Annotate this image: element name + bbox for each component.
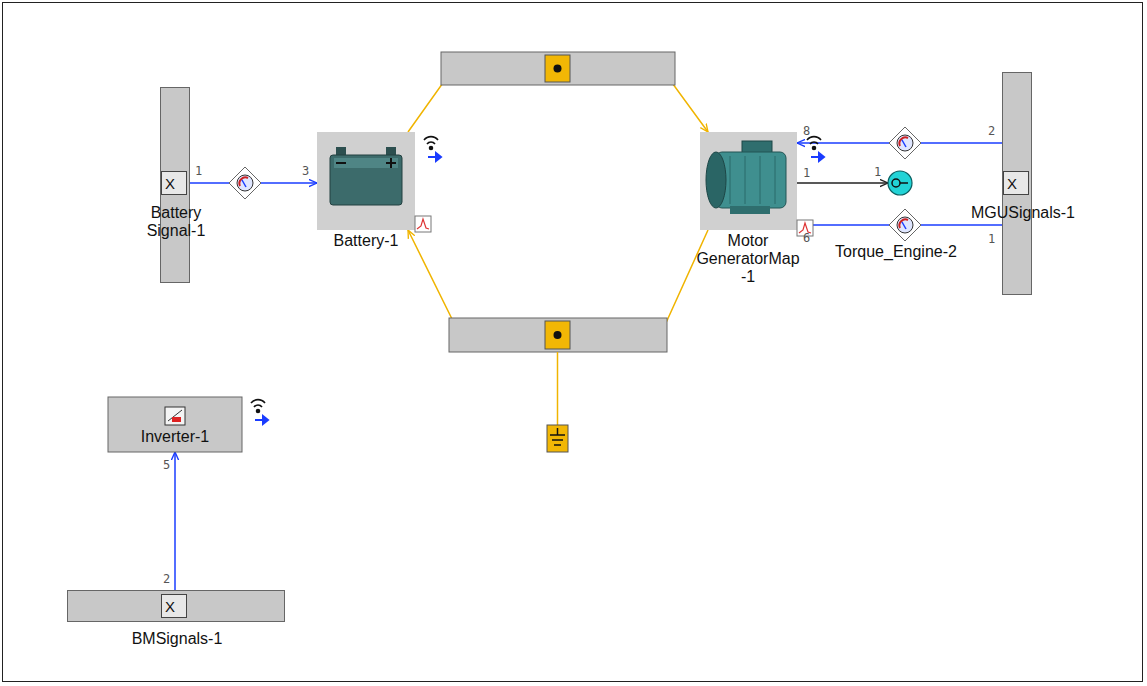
- port-number: 1: [874, 165, 881, 179]
- motor-generator-block: Motor GeneratorMap -1: [700, 132, 797, 230]
- connector: [797, 182, 888, 184]
- bus-marker: X: [161, 594, 187, 618]
- electrical-bus: [449, 318, 667, 352]
- actuator-connection: [889, 127, 921, 159]
- wireless-icon: [251, 137, 821, 413]
- port-number: 1: [988, 232, 995, 246]
- port-number: 3: [302, 164, 309, 178]
- node-label: BMSignals-1: [107, 630, 247, 648]
- bus-marker: X: [1003, 171, 1029, 195]
- connector: [408, 80, 708, 132]
- node-label: Inverter-1: [113, 428, 237, 446]
- wireless-arrow: [255, 153, 824, 424]
- port-number: 2: [163, 572, 170, 586]
- electrical-bus: [441, 52, 675, 85]
- connector: [174, 452, 176, 590]
- node-label: Battery-1: [311, 232, 421, 250]
- torque-source: Torque_Engine-2: [888, 171, 912, 195]
- node-label: MGUSignals-1: [963, 204, 1083, 222]
- actuator-connection: [229, 167, 261, 199]
- actuator-connection: [889, 209, 921, 241]
- torque-source-icon: [888, 171, 912, 195]
- port-number: 1: [195, 164, 202, 178]
- inverter-block: Inverter-1: [108, 397, 242, 452]
- connector: [408, 230, 708, 325]
- port-number: 5: [163, 458, 170, 472]
- port-number: 8: [803, 124, 810, 138]
- inverter-icon: [108, 397, 242, 452]
- port-number: 1: [803, 166, 810, 180]
- ground-symbol: [547, 352, 568, 452]
- battery-block: Battery-1: [317, 132, 415, 230]
- battery-icon: [317, 132, 415, 230]
- node-label: Motor GeneratorMap -1: [692, 232, 804, 286]
- node-label: Torque_Engine-2: [826, 243, 966, 261]
- port-number: 6: [803, 231, 810, 245]
- motor-icon: [700, 132, 797, 230]
- port-number: 2: [988, 124, 995, 138]
- bus-marker: X: [161, 171, 187, 195]
- node-label: Battery Signal-1: [130, 204, 222, 240]
